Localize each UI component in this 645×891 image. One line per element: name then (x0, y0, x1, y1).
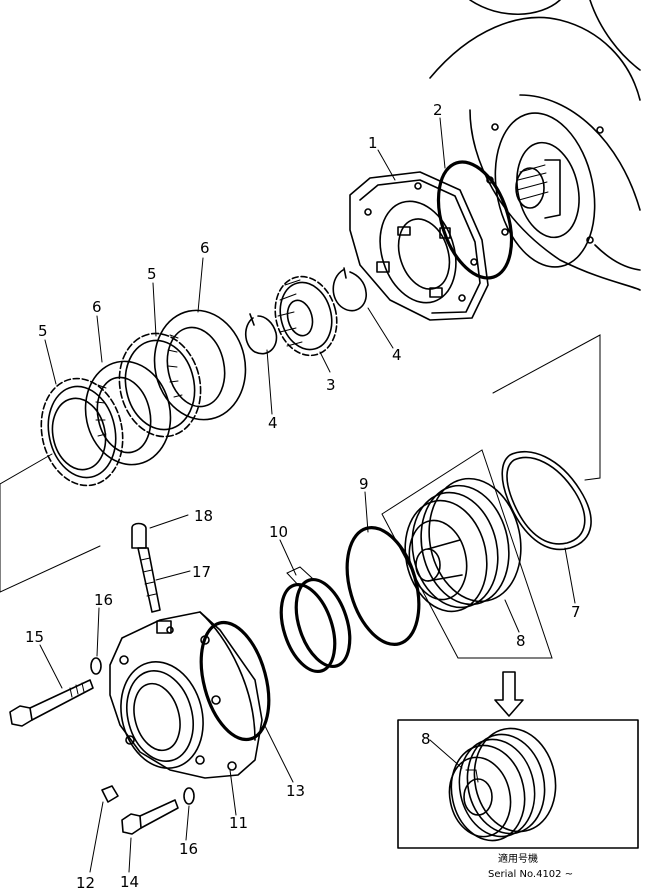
label-13: 13 (286, 782, 305, 800)
label-7: 7 (571, 603, 581, 621)
seal-rings-10 (279, 566, 352, 674)
label-6-left: 6 (92, 298, 102, 316)
label-2: 2 (433, 101, 443, 119)
cover-housing-11 (109, 611, 263, 779)
label-1: 1 (368, 134, 378, 152)
label-4-left: 4 (268, 414, 278, 432)
assembly-arrow (494, 671, 524, 717)
serial-label-jp: 適用号機 (498, 852, 538, 865)
washer-16-bottom (183, 787, 195, 805)
transmission-housing (429, 0, 641, 291)
label-9: 9 (359, 475, 369, 493)
breather-cap-18 (131, 522, 147, 549)
assembly-guide-lines (0, 334, 601, 593)
label-16-top: 16 (94, 591, 113, 609)
part-number-labels: 1 2 3 4 4 5 5 6 6 7 8 8 9 10 11 12 13 14… (25, 101, 581, 891)
label-10: 10 (269, 523, 288, 541)
label-3: 3 (326, 376, 336, 394)
label-17: 17 (192, 563, 211, 581)
disc-5-left (40, 377, 124, 487)
label-11: 11 (229, 814, 248, 832)
label-5-left: 5 (38, 322, 48, 340)
label-4-right: 4 (392, 346, 402, 364)
label-6-right: 6 (200, 239, 210, 257)
label-8-inset: 8 (421, 730, 431, 748)
serial-number: Serial No.4102 ~ (488, 869, 573, 880)
clutch-pack-8-alt (448, 727, 557, 842)
label-15: 15 (25, 628, 44, 646)
o-ring-2 (436, 160, 514, 280)
label-18: 18 (194, 507, 213, 525)
retainer-plate-1 (349, 171, 489, 321)
plate-6-left (84, 360, 172, 466)
label-12: 12 (76, 874, 95, 891)
gear-3 (274, 275, 338, 357)
label-16-bottom: 16 (179, 840, 198, 858)
snap-ring-4-left (244, 313, 278, 355)
clutch-pack-8 (381, 449, 553, 659)
plate-6-right (153, 309, 247, 421)
washer-16-top (90, 657, 102, 675)
bolt-15 (9, 679, 94, 727)
gasket-7 (501, 450, 592, 551)
snap-ring-4-right (332, 267, 367, 312)
disc-5-middle (118, 332, 202, 438)
label-8: 8 (516, 632, 526, 650)
inset-box (397, 719, 639, 849)
o-ring-9 (345, 526, 421, 646)
leader-lines (39, 117, 576, 873)
o-ring-13 (199, 620, 271, 742)
label-14: 14 (120, 873, 139, 891)
bolt-14 (121, 799, 179, 835)
plug-12 (101, 785, 119, 803)
label-5-middle: 5 (147, 265, 157, 283)
